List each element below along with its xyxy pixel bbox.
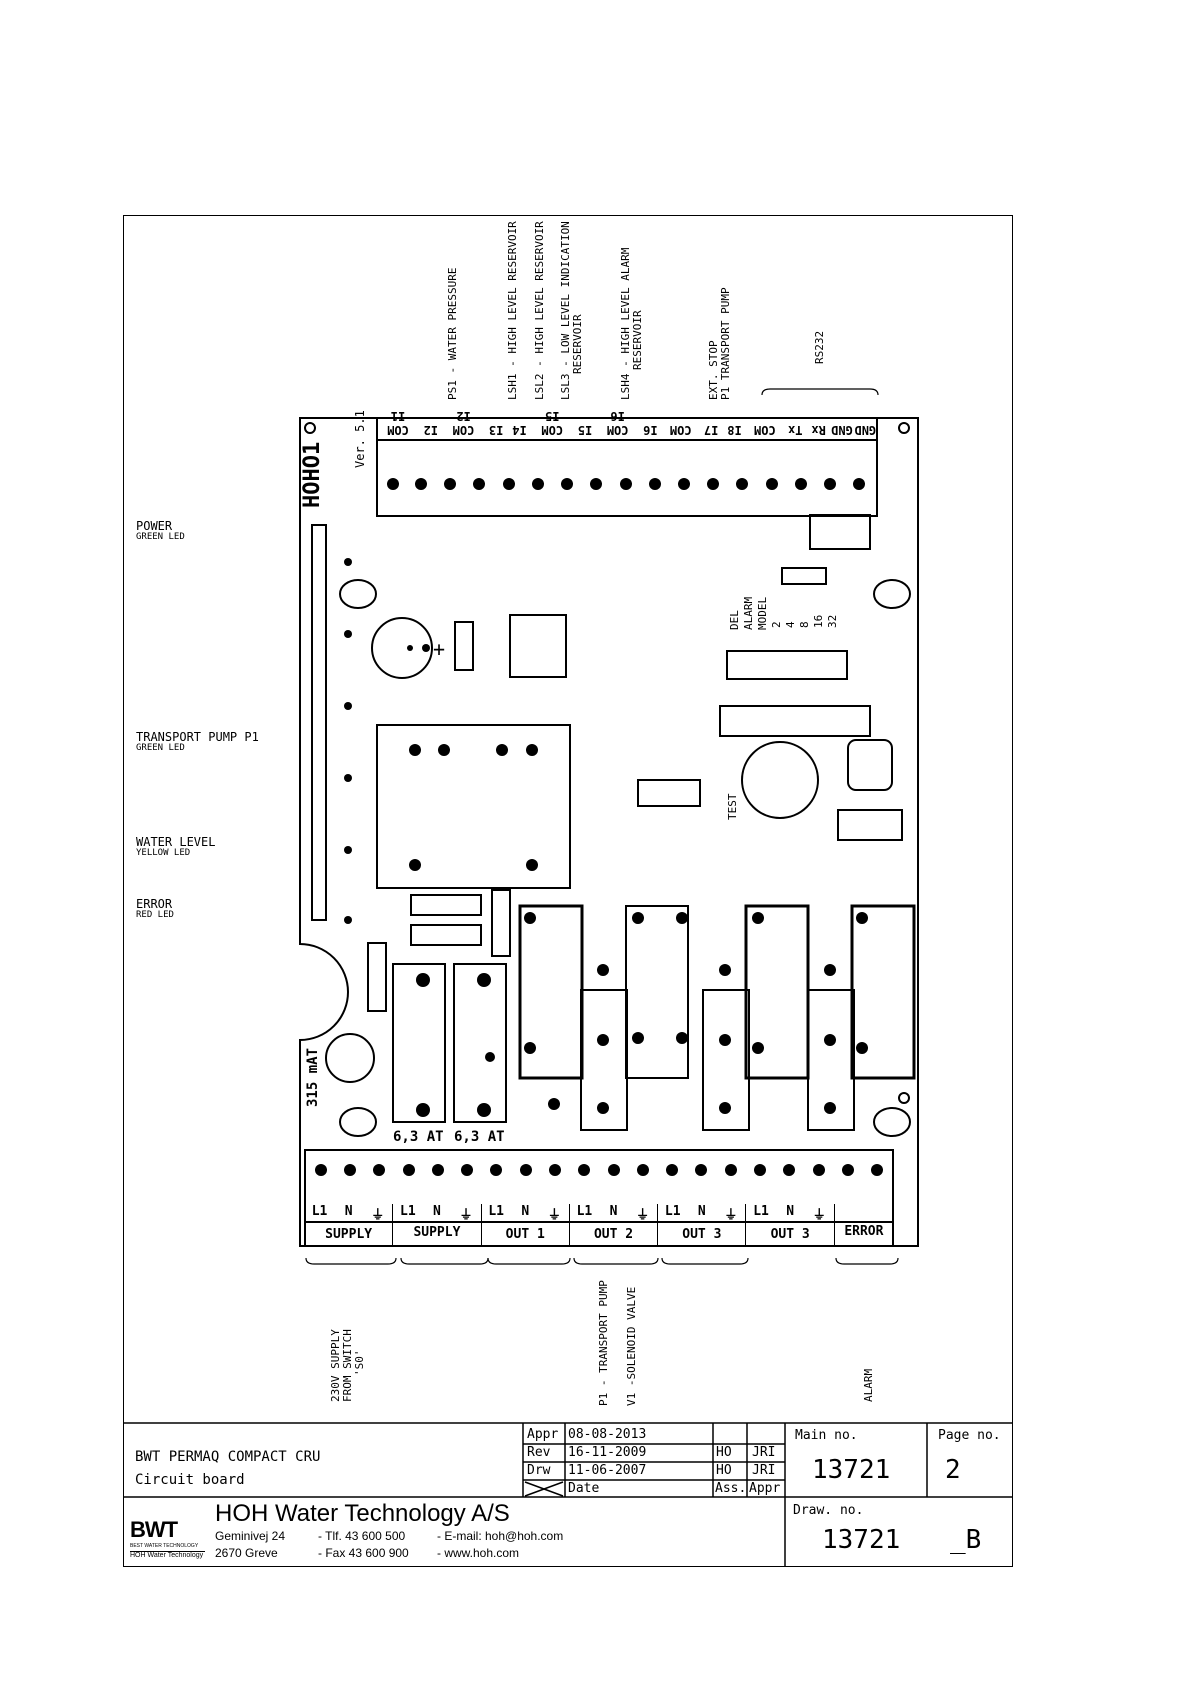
top-terminal: I6 — [643, 423, 658, 437]
jumper-value-2: 2 — [770, 621, 783, 628]
top-terminal: Rx — [811, 423, 826, 437]
fuse-f2-rating: 6,3 AT — [393, 1129, 444, 1145]
top-terminal: I7 — [703, 423, 719, 437]
row-rev-by: HO — [716, 1445, 732, 1460]
top-terminal: Tx — [788, 423, 803, 437]
product-name: BWT PERMAQ COMPACT CRU — [135, 1449, 321, 1465]
row-drw-by: HO — [716, 1463, 732, 1478]
bwt-logo-sub1: BEST WATER TECHNOLOGY — [130, 1543, 199, 1549]
jumper-del: DEL — [728, 610, 741, 630]
jumper-alarm: ALARM — [742, 596, 755, 630]
row-drw-date: 11-06-2007 — [568, 1463, 647, 1478]
top-terminal: COM I2 — [452, 409, 475, 437]
top-terminal: GND — [854, 423, 877, 437]
jumper-value-4: 4 — [784, 621, 797, 628]
drawing-title: Circuit board — [135, 1472, 245, 1488]
company-address-1: Geminivej 24 — [215, 1529, 286, 1543]
top-terminal: I4 — [512, 423, 527, 437]
company-email[interactable]: - E-mail: hoh@hoh.com — [437, 1529, 564, 1543]
capacitor-plus: + — [433, 637, 445, 661]
row-drw-label: Drw — [527, 1463, 551, 1478]
bwt-logo-mark: BWT — [130, 1517, 178, 1542]
jumper-model: MODEL — [756, 596, 769, 630]
terminal-group-error: ERROR — [844, 1224, 884, 1239]
jumper-value-8: 8 — [798, 621, 811, 628]
top-terminal: COM I6 — [606, 409, 629, 437]
row-appr-label: Appr — [527, 1427, 559, 1442]
jumper-value-16: 16 — [812, 614, 825, 628]
jumper-value-32: 32 — [826, 614, 839, 628]
top-terminal: I8 — [727, 423, 742, 437]
row-rev-label: Rev — [527, 1445, 551, 1460]
draw-no-label: Draw. no. — [793, 1503, 864, 1518]
top-terminal-labels: GND GND Rx Tx COM I8 I7 COM I6 COM I6 I5… — [377, 409, 877, 437]
top-terminal: COM — [754, 423, 776, 437]
bwt-logo-sub2: HOH Water Technology — [130, 1551, 205, 1559]
draw-no: 13721 — [822, 1525, 901, 1555]
row-appr-date: 08-08-2013 — [568, 1427, 647, 1442]
main-no-label: Main no. — [795, 1428, 858, 1443]
row-rev-date: 16-11-2009 — [568, 1445, 647, 1460]
company-web[interactable]: - www.hoh.com — [437, 1546, 520, 1560]
company-phone: - Tlf. 43 600 500 — [318, 1529, 406, 1543]
drawing-frame — [123, 215, 1013, 1567]
top-terminal: COM I1 — [387, 409, 409, 437]
main-no: 13721 — [812, 1455, 891, 1485]
top-terminal: I5 — [577, 423, 593, 437]
draw-rev: _B — [950, 1525, 982, 1555]
page-no: 2 — [945, 1455, 961, 1485]
company-name: HOH Water Technology A/S — [215, 1500, 510, 1527]
page-no-label: Page no. — [938, 1428, 1001, 1443]
fuse-f3-rating: 6,3 AT — [454, 1129, 505, 1145]
test-label: TEST — [726, 793, 739, 821]
top-terminal: I2 — [423, 423, 438, 437]
bwt-logo: BWT BEST WATER TECHNOLOGY HOH Water Tech… — [130, 1517, 205, 1559]
top-terminal: COM — [669, 423, 692, 437]
top-terminal: I3 — [488, 423, 504, 437]
row-drw-by2: JRI — [752, 1463, 776, 1478]
footer-ass: Ass. — [715, 1481, 747, 1496]
company-fax: - Fax 43 600 900 — [318, 1546, 409, 1560]
company-address-2: 2670 Greve — [215, 1546, 278, 1560]
top-terminal: COM I5 — [541, 409, 564, 437]
row-rev-by2: JRI — [752, 1445, 776, 1460]
footer-appr: Appr — [749, 1481, 781, 1496]
top-terminal: GND — [831, 423, 853, 437]
footer-date: Date — [568, 1481, 600, 1496]
